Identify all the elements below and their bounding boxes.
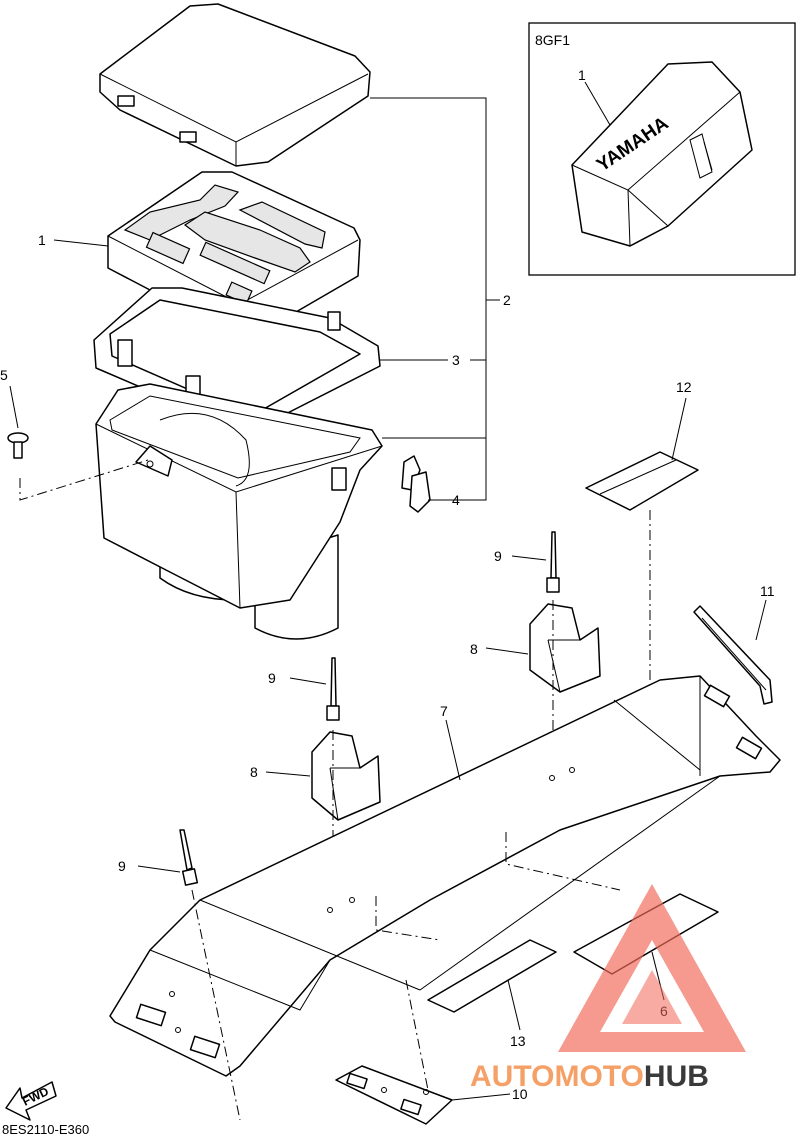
callout-7: 7 xyxy=(440,703,448,719)
diagram-code: 8ES2110-E360 xyxy=(2,1122,89,1137)
clip-part xyxy=(401,455,431,513)
callout-2: 2 xyxy=(503,292,511,308)
label-sheet-13 xyxy=(427,939,557,1013)
rivet-part xyxy=(326,657,340,721)
callout-5: 5 xyxy=(0,367,8,383)
screw-part xyxy=(7,432,29,459)
variant-box-label: 8GF1 xyxy=(535,32,570,48)
holder-part xyxy=(529,603,601,693)
case-lid xyxy=(99,3,371,167)
callout-12: 12 xyxy=(676,379,692,395)
callout-9-middle: 9 xyxy=(268,670,276,686)
watermark-triangle-icon xyxy=(558,884,746,1052)
holder-part xyxy=(311,731,381,821)
seat-cover-part: YAMAHA xyxy=(571,61,753,247)
callout-11: 11 xyxy=(760,583,775,599)
callout-9-upper: 9 xyxy=(494,548,502,564)
callout-3: 3 xyxy=(452,352,460,368)
callout-13: 13 xyxy=(510,1033,526,1049)
mounting-plate xyxy=(335,1065,453,1125)
case-body xyxy=(95,383,383,640)
rivet-part xyxy=(179,829,199,886)
callout-1: 1 xyxy=(38,232,46,248)
watermark-text: AUTOMOTOHUB xyxy=(470,1060,709,1093)
rivet-part xyxy=(546,531,560,593)
watermark-text-primary: AUTOMOTO xyxy=(470,1060,644,1093)
forward-arrow-icon: FWD xyxy=(5,1081,57,1121)
callout-4: 4 xyxy=(452,492,460,508)
callout-8-upper: 8 xyxy=(470,641,478,657)
base-plate xyxy=(109,675,781,1077)
callout-8-middle: 8 xyxy=(250,764,258,780)
callout-1-variant: 1 xyxy=(578,67,586,83)
callout-9-lower: 9 xyxy=(118,858,126,874)
callout-10: 10 xyxy=(512,1086,528,1102)
watermark-logo xyxy=(558,884,746,1052)
watermark-text-secondary: HUB xyxy=(644,1060,709,1093)
label-sheet-12 xyxy=(585,451,699,511)
